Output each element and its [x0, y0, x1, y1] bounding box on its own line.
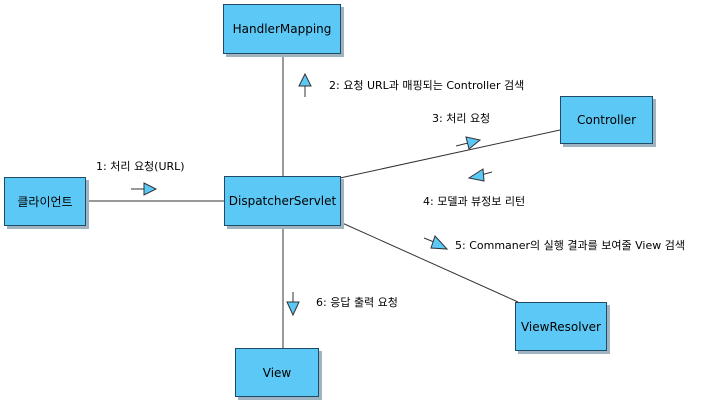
- link-dispatcher-controller: [339, 129, 561, 179]
- message-3-label: 3: 처리 요청: [432, 112, 491, 125]
- message-6-label: 6: 응답 출력 요청: [316, 296, 398, 309]
- arrow-1-right-icon: [131, 182, 158, 196]
- arrow-6-down-icon: [286, 292, 300, 317]
- node-client[interactable]: 클라이언트: [4, 177, 86, 226]
- arrow-4-left-icon: [467, 168, 493, 182]
- message-4-label: 4: 모델과 뷰정보 리턴: [423, 195, 526, 208]
- arrow-2-up-icon: [298, 72, 312, 97]
- node-handler-mapping[interactable]: HandlerMapping: [223, 4, 341, 54]
- message-2-label: 2: 요청 URL과 매핑되는 Controller 검색: [329, 79, 525, 92]
- message-5-label: 5: Commaner의 실행 결과를 보여줄 View 검색: [455, 239, 685, 252]
- message-1-label: 1: 처리 요청(URL): [96, 160, 185, 173]
- node-controller[interactable]: Controller: [560, 96, 653, 144]
- arrow-5-down-right-icon: [423, 235, 449, 250]
- node-view[interactable]: View: [235, 348, 319, 397]
- node-view-resolver[interactable]: ViewResolver: [515, 302, 607, 351]
- node-dispatcher-servlet[interactable]: DispatcherServlet: [224, 176, 341, 226]
- arrow-3-right-icon: [455, 136, 482, 150]
- link-dispatcher-viewresolver: [339, 221, 519, 303]
